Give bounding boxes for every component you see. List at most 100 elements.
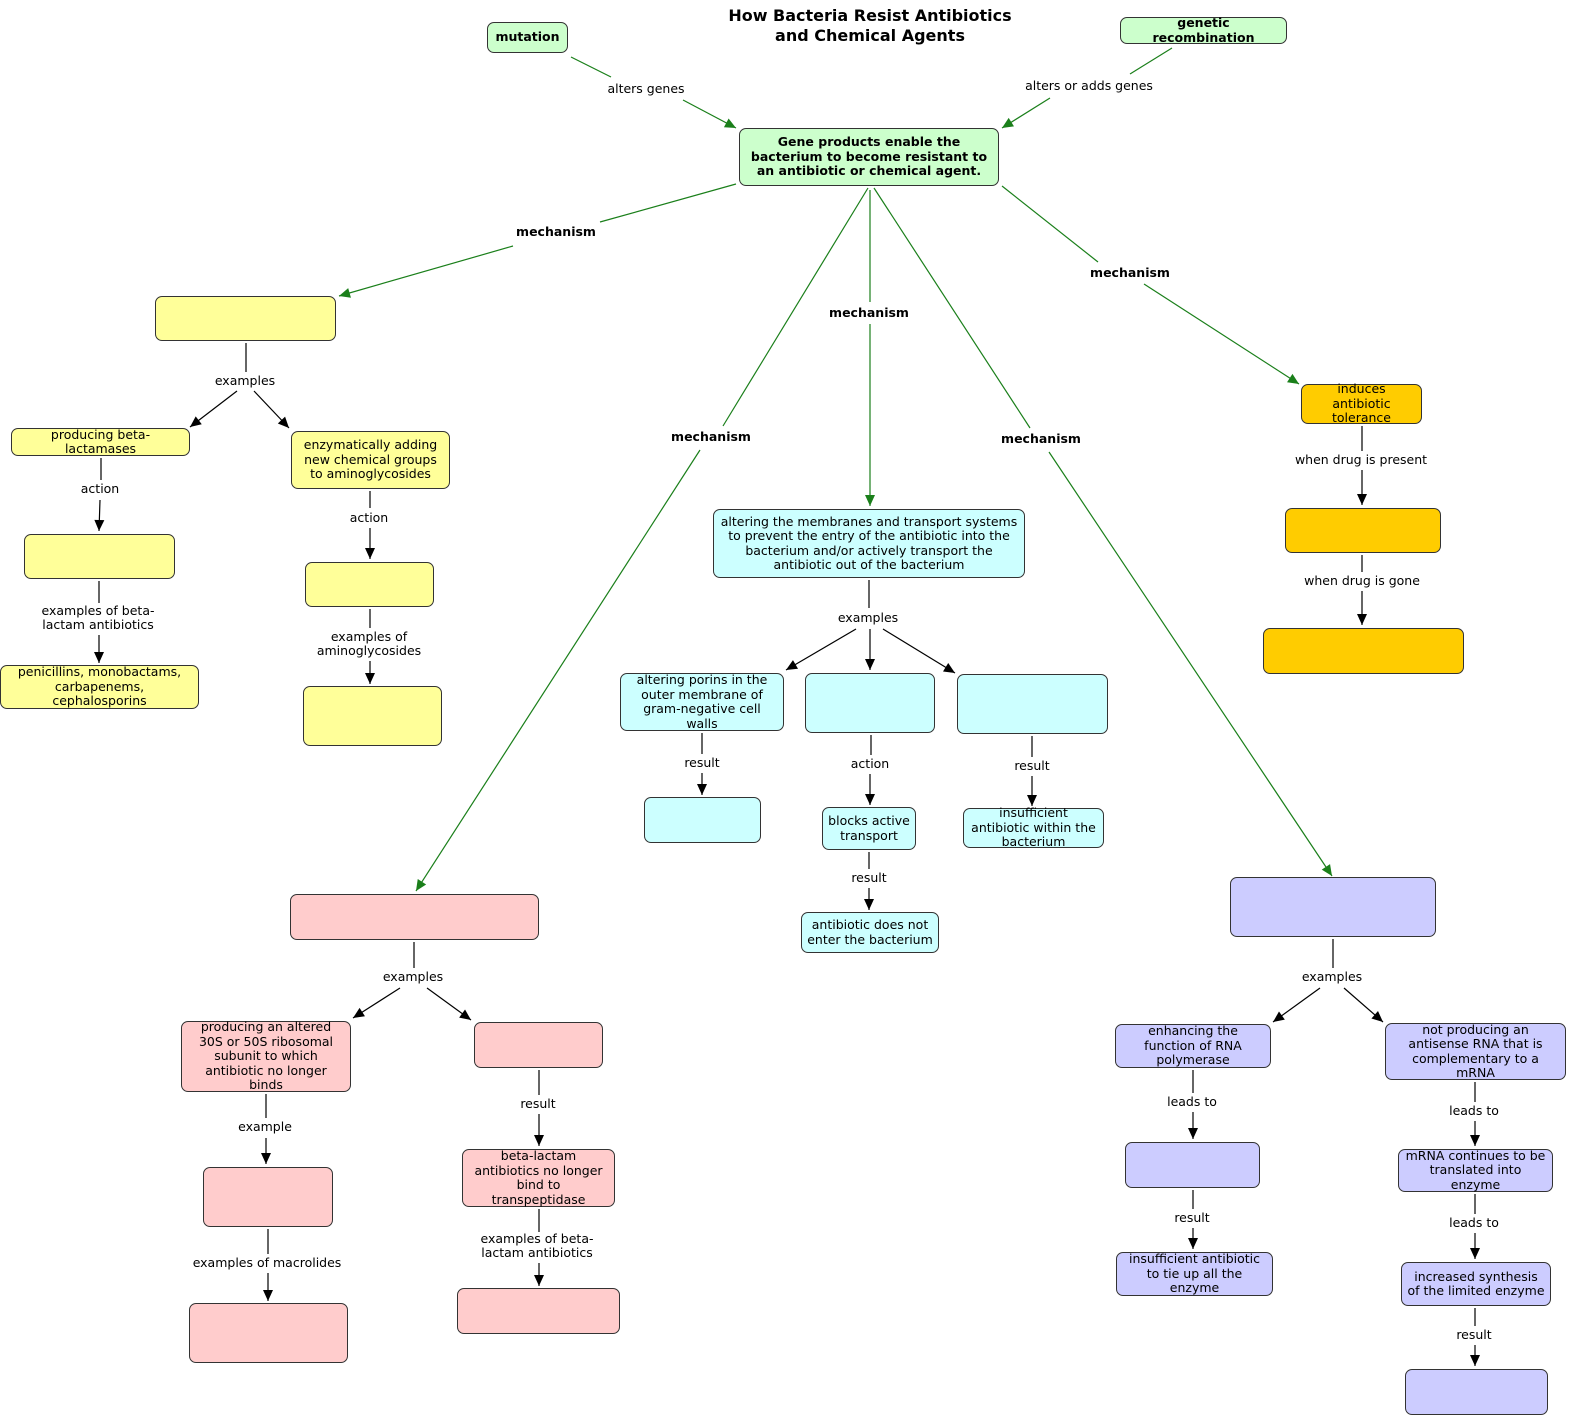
node-mutation[interactable]: mutation (487, 22, 568, 53)
link-label-leads-to: leads to (1165, 1094, 1219, 1109)
link-label-alters-genes: alters genes (605, 81, 687, 96)
node-purple-blank-3[interactable] (1405, 1369, 1548, 1415)
node-induces-tolerance[interactable]: induces antibiotic tolerance (1301, 382, 1422, 425)
arrowhead (943, 662, 955, 673)
node-pink-blank-1[interactable] (290, 894, 539, 940)
node-insufficient-within[interactable]: insufficient antibiotic within the bacte… (963, 806, 1104, 849)
arrowhead (261, 1153, 271, 1164)
node-enhancing-rna-pol[interactable]: enhancing the function of RNA polymerase (1115, 1024, 1271, 1068)
link-label-examples-beta-lactam: examples of beta- lactam antibiotics (478, 1231, 596, 1260)
node-pink-blank-3[interactable] (203, 1167, 333, 1227)
arrowhead (1287, 373, 1299, 384)
arrowhead (1027, 795, 1037, 806)
node-yellow-blank-3[interactable] (305, 562, 434, 607)
arrowhead (534, 1275, 544, 1286)
connector-arrow-line (1143, 283, 1300, 385)
link-label-action: action (347, 510, 391, 525)
node-cyan-blank-2[interactable] (957, 674, 1108, 734)
node-beta-lactam-no-bind[interactable]: beta-lactam antibiotics no longer bind t… (462, 1148, 615, 1207)
arrowhead (1357, 614, 1367, 625)
arrowhead (277, 416, 289, 428)
node-cyan-blank-1[interactable] (805, 673, 935, 733)
page-title: How Bacteria Resist Antibiotics and Chem… (728, 6, 1012, 45)
arrowhead (339, 288, 351, 298)
arrowhead (1188, 1238, 1198, 1249)
node-does-not-enter[interactable]: antibiotic does not enter the bacterium (801, 912, 939, 953)
link-label-leads-to: leads to (1447, 1103, 1501, 1118)
link-label-examples: examples (835, 610, 901, 625)
arrowhead (1273, 1011, 1285, 1022)
node-producing-altered-ribosome[interactable]: producing an altered 30S or 50S ribosoma… (181, 1020, 351, 1092)
node-orange-blank-1[interactable] (1285, 508, 1441, 553)
node-purple-blank-2[interactable] (1125, 1142, 1260, 1188)
arrowhead (94, 519, 105, 531)
arrowhead (365, 548, 375, 559)
link-label-action: action (848, 756, 892, 771)
connector-arrow-line (785, 628, 857, 671)
arrowhead (865, 794, 875, 805)
arrowhead (1002, 117, 1014, 128)
node-altering-porins[interactable]: altering porins in the outer membrane of… (620, 672, 784, 731)
node-yellow-blank-1[interactable] (155, 296, 336, 341)
node-orange-blank-2[interactable] (1263, 628, 1464, 674)
node-increased-synthesis[interactable]: increased synthesis of the limited enzym… (1401, 1262, 1551, 1306)
link-label-result: result (1172, 1210, 1212, 1225)
node-pink-blank-5[interactable] (457, 1288, 620, 1334)
arrowhead (365, 673, 375, 684)
node-producing-beta-lactamases[interactable]: producing beta-lactamases (11, 427, 190, 456)
link-label-examples: examples (1299, 969, 1365, 984)
link-label-example: example (236, 1119, 294, 1134)
node-gene-products[interactable]: Gene products enable the bacterium to be… (739, 128, 999, 186)
arrowhead (534, 1135, 544, 1146)
connector-line (570, 56, 612, 78)
arrowhead (1470, 1135, 1480, 1146)
node-blocks-active-transport[interactable]: blocks active transport (822, 807, 916, 850)
link-label-result: result (518, 1096, 558, 1111)
link-label-result: result (849, 870, 889, 885)
connector-arrow-line (882, 628, 956, 674)
arrowhead (94, 652, 104, 663)
arrowhead (353, 1007, 365, 1018)
arrowhead (1470, 1355, 1480, 1366)
arrowhead (1321, 864, 1332, 876)
node-yellow-blank-2[interactable] (24, 534, 175, 579)
arrowhead (190, 416, 202, 427)
connector-arrow-line (1048, 451, 1333, 877)
link-label-mechanism: mechanism (999, 431, 1083, 446)
link-label-result: result (1454, 1327, 1494, 1342)
link-label-alters-or-adds-genes: alters or adds genes (1023, 78, 1155, 93)
arrowhead (1357, 494, 1367, 505)
node-purple-blank-1[interactable] (1230, 877, 1436, 937)
node-enzymatically-adding[interactable]: enzymatically adding new chemical groups… (291, 431, 450, 489)
link-label-examples-beta-lactam: examples of beta- lactam antibiotics (39, 603, 157, 632)
node-yellow-blank-4[interactable] (303, 686, 442, 746)
node-pink-blank-4[interactable] (189, 1303, 348, 1363)
link-label-examples-aminoglycosides: examples of aminoglycosides (314, 629, 424, 658)
connector-line (599, 183, 737, 223)
link-label-leads-to: leads to (1447, 1215, 1501, 1230)
link-label-examples: examples (212, 373, 278, 388)
arrowhead (1470, 1248, 1480, 1259)
connector-line (1129, 47, 1173, 75)
node-pink-blank-2[interactable] (474, 1022, 603, 1068)
link-label-when-drug-present: when drug is present (1292, 452, 1430, 467)
link-label-result: result (682, 755, 722, 770)
arrowhead (723, 118, 736, 128)
node-cyan-blank-3[interactable] (644, 797, 761, 843)
connector-line (873, 187, 1031, 429)
arrowhead (459, 1009, 471, 1020)
node-penicillins[interactable]: penicillins, monobactams, carbapenems, c… (0, 665, 199, 709)
connector-line (722, 187, 869, 427)
link-label-mechanism: mechanism (669, 429, 753, 444)
arrowhead (263, 1290, 273, 1301)
arrowhead (1188, 1128, 1198, 1139)
connector-arrow-line (415, 449, 701, 892)
node-genetic-recombination[interactable]: genetic recombination (1120, 15, 1287, 44)
link-label-examples-macrolides: examples of macrolides (190, 1255, 344, 1270)
arrowhead (1371, 1011, 1383, 1022)
node-altering-membranes[interactable]: altering the membranes and transport sys… (713, 509, 1025, 578)
node-insufficient-tie-up[interactable]: insufficient antibiotic to tie up all th… (1116, 1252, 1273, 1296)
arrowhead (697, 784, 707, 795)
node-mrna-continues[interactable]: mRNA continues to be translated into enz… (1398, 1148, 1553, 1192)
node-not-producing-antisense[interactable]: not producing an antisense RNA that is c… (1385, 1022, 1566, 1080)
